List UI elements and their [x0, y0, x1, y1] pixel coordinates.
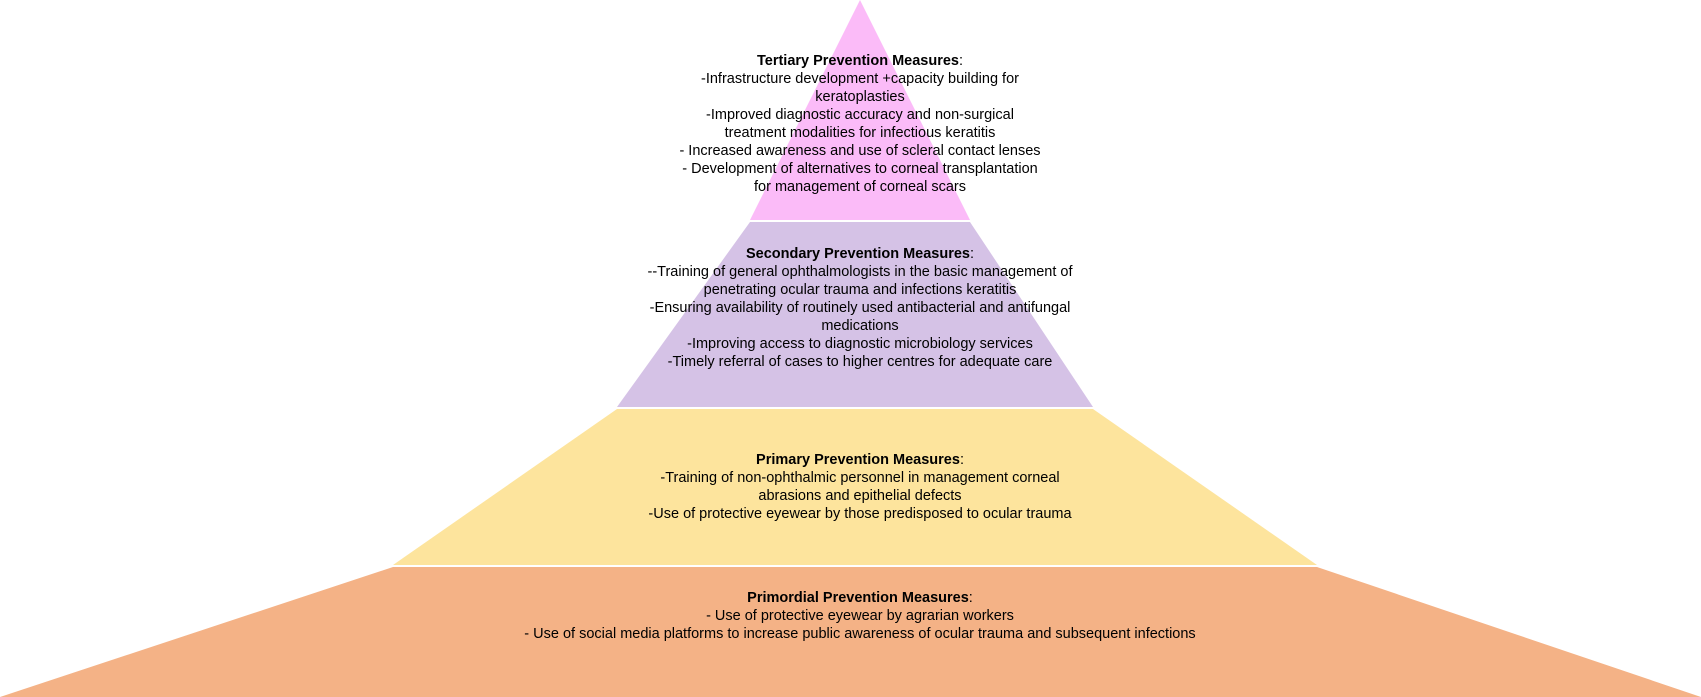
- tier-secondary-line: -Timely referral of cases to higher cent…: [667, 354, 1053, 370]
- tier-secondary-line: --Training of general ophthalmologists i…: [647, 264, 1073, 280]
- tier-tertiary-text: Tertiary Prevention Measures: -Infrastru…: [560, 52, 1160, 196]
- tier-secondary-line: -Ensuring availability of routinely used…: [649, 300, 1071, 316]
- tier-primordial-line: - Use of social media platforms to incre…: [524, 626, 1196, 642]
- tier-tertiary-line: -Improved diagnostic accuracy and non-su…: [706, 107, 1014, 123]
- tier-primordial-text: Primordial Prevention Measures: - Use of…: [400, 589, 1320, 643]
- tier-primordial-title-line: Primordial Prevention Measures:: [747, 590, 973, 606]
- tier-secondary-text: Secondary Prevention Measures: --Trainin…: [530, 245, 1190, 371]
- tier-tertiary-line: for management of corneal scars: [754, 179, 966, 195]
- tier-secondary-shape: [617, 222, 1093, 407]
- tier-primary-line: -Use of protective eyewear by those pred…: [648, 506, 1072, 522]
- tier-tertiary-line: keratoplasties: [815, 89, 905, 105]
- tier-secondary-title-line: Secondary Prevention Measures:: [745, 246, 975, 262]
- tier-primary-title: Primary Prevention Measures: [756, 452, 960, 468]
- tier-tertiary-line: treatment modalities for infectious kera…: [724, 125, 996, 141]
- tier-primordial-title: Primordial Prevention Measures: [747, 590, 969, 606]
- tier-primary-shape: [393, 409, 1317, 565]
- tier-secondary-title: Secondary Prevention Measures: [745, 246, 970, 262]
- tier-tertiary-title-line: Tertiary Prevention Measures:: [756, 53, 964, 69]
- tier-secondary-line: -Improving access to diagnostic microbio…: [687, 336, 1033, 352]
- tier-tertiary-shape: [750, 0, 970, 220]
- tier-tertiary-line: - Increased awareness and use of scleral…: [679, 143, 1041, 159]
- tier-secondary-line: medications: [821, 318, 899, 334]
- tier-primordial-line: - Use of protective eyewear by agrarian …: [706, 608, 1014, 624]
- tier-primary-text: Primary Prevention Measures: -Training o…: [560, 451, 1160, 523]
- tier-primary-line: -Training of non-ophthalmic personnel in…: [660, 470, 1060, 486]
- tier-tertiary-line: -Infrastructure development +capacity bu…: [701, 71, 1019, 87]
- tier-primary-title-line: Primary Prevention Measures:: [756, 452, 964, 468]
- tier-primary-line: abrasions and epithelial defects: [758, 488, 962, 504]
- tier-secondary-line: penetrating ocular trauma and infections…: [703, 282, 1017, 298]
- tier-primordial-shape: [0, 567, 1701, 697]
- tier-tertiary-title: Tertiary Prevention Measures: [756, 53, 959, 69]
- tier-tertiary-line: - Development of alternatives to corneal…: [682, 161, 1038, 177]
